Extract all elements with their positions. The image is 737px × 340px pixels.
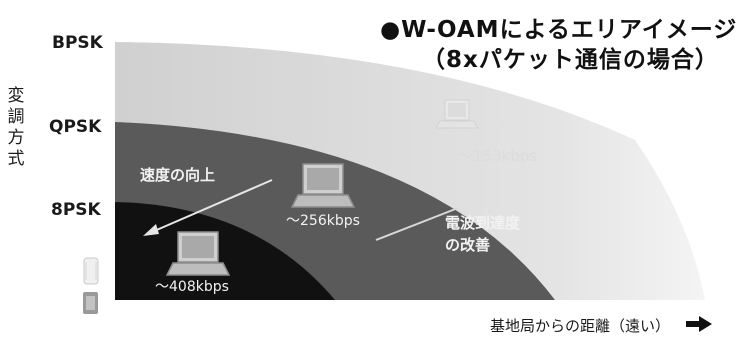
speed-label-qpsk: ～256kbps [286, 213, 360, 229]
annotation-reach-2: の改善 [445, 236, 491, 254]
title-line-1: ●W-OAMによるエリアイメージ [380, 17, 737, 43]
annotation-reach-1: 電波到達度 [445, 214, 521, 232]
level-label-qpsk: QPSK [49, 117, 102, 137]
laptop-icon [165, 231, 231, 276]
laptop-icon [435, 99, 479, 129]
annotation-speed-up: 速度の向上 [140, 166, 216, 184]
speed-label-bpsk: ～153kbps [458, 147, 538, 165]
x-axis-label: 基地局からの距離（遠い） [490, 317, 671, 335]
level-label-bpsk: BPSK [52, 33, 103, 53]
title-line-2: （8xパケット通信の場合） [422, 47, 719, 73]
arrow-head-icon [143, 224, 159, 236]
base-station-icon [83, 257, 99, 314]
reach-improvement-line [375, 207, 459, 241]
speed-up-arrow [151, 179, 273, 233]
level-label-8psk: 8PSK [51, 200, 101, 220]
y-axis-label: 変調方式 [7, 86, 25, 169]
laptop-icon [290, 163, 356, 208]
arrow-right-icon [686, 316, 712, 332]
speed-label-8psk: ～408kbps [155, 279, 229, 295]
